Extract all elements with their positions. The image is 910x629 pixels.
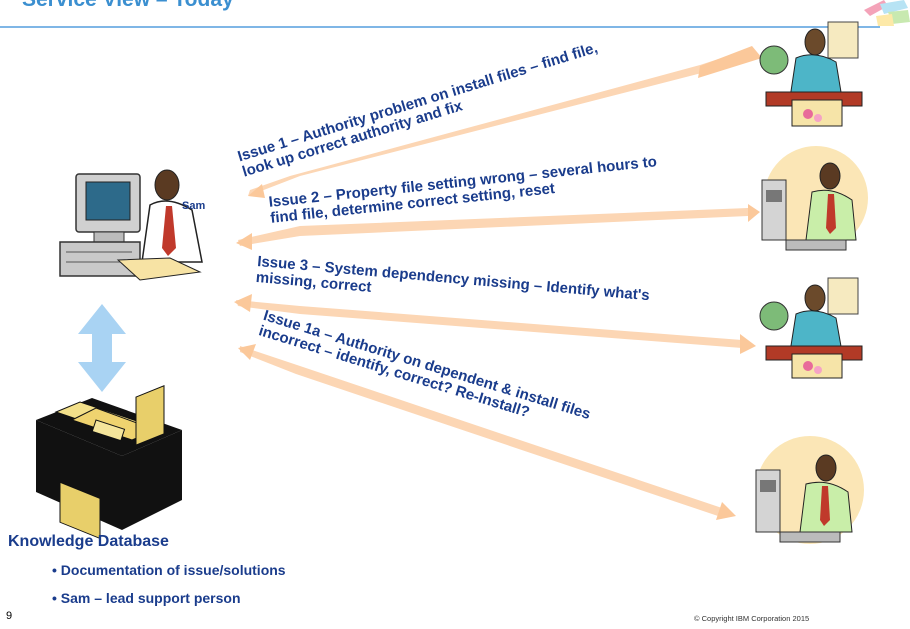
sam-label: Sam xyxy=(182,200,206,212)
support-person-4-illustration xyxy=(755,436,864,544)
issue-arrow-4 xyxy=(238,344,736,520)
copyright-notice: © Copyright IBM Corporation 2015 xyxy=(694,614,810,623)
support-person-3-illustration xyxy=(759,277,863,379)
kb-bullet-1: • Documentation of issue/solutions xyxy=(52,562,286,578)
kb-bullet-2: • Sam – lead support person xyxy=(52,590,241,606)
knowledge-db-arrow xyxy=(78,304,126,392)
issue-arrow-1 xyxy=(248,46,762,198)
title-divider xyxy=(0,26,880,28)
knowledge-db-title: Knowledge Database xyxy=(8,533,169,550)
knowledge-database-icon xyxy=(36,385,182,540)
page-number: 9 xyxy=(6,610,13,622)
ibm-corner-logo-icon xyxy=(864,0,910,26)
support-person-2-illustration xyxy=(761,146,868,251)
support-person-1-illustration xyxy=(759,21,863,127)
issue-arrow-2 xyxy=(236,204,760,250)
slide-title: Service View – Today xyxy=(22,0,234,12)
sam-computer-illustration xyxy=(59,169,203,281)
issue-arrow-3 xyxy=(234,294,756,354)
